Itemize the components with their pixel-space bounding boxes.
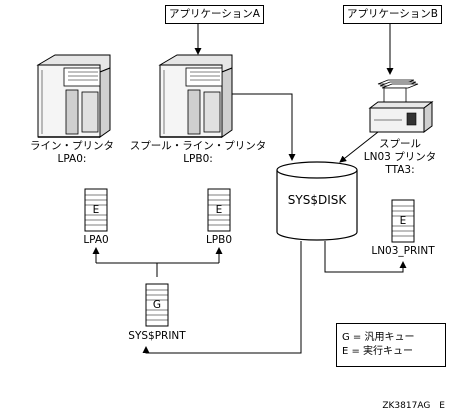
arrow-ln03-to-disk <box>339 131 379 163</box>
line-printer-device: LPA0: <box>57 153 87 165</box>
arrow-printer-to-disk <box>232 93 296 161</box>
arrow-disk-to-sysprint <box>142 241 302 354</box>
queue-lpb0-letter: E <box>215 204 223 216</box>
figure-id: ZK3817AG E <box>382 401 445 411</box>
ln03-spool-label: スプール <box>379 138 421 150</box>
disk-label: SYS$DISK <box>287 193 347 207</box>
queue-ln03-name: LN03_PRINT <box>371 245 435 257</box>
queue-ln03-letter: E <box>399 215 407 227</box>
spool-line-printer-device: LPB0: <box>183 153 213 165</box>
queue-lpa0-icon <box>84 188 108 232</box>
queue-sysprint-name: SYS$PRINT <box>128 330 186 342</box>
queue-sysprint-letter: G <box>152 299 162 311</box>
legend-execution-queue: E = 実行キュー <box>342 346 414 357</box>
queue-lpa0-letter: E <box>92 204 100 216</box>
line-printer-lpa0-icon <box>36 54 111 138</box>
queue-lpb0-icon <box>207 188 231 232</box>
ln03-printer-icon <box>368 79 434 133</box>
application-b-box: アプリケーションB <box>343 5 442 24</box>
application-a-box: アプリケーションA <box>165 5 264 24</box>
legend-generic-queue: G = 汎用キュー <box>342 332 415 343</box>
queue-sysprint-icon <box>145 283 169 327</box>
queue-lpa0-name: LPA0 <box>83 234 109 246</box>
sys-disk-cylinder <box>276 161 358 241</box>
line-printer-lpb0-icon <box>158 54 233 138</box>
legend-box <box>336 323 446 367</box>
queue-lpb0-name: LPB0 <box>205 234 233 246</box>
ln03-device: TTA3: <box>385 164 415 176</box>
line-printer-label: ライン・プリンタ <box>30 140 114 152</box>
spool-line-printer-label: スプール・ライン・プリンタ <box>129 140 267 152</box>
queue-ln03-icon <box>391 199 415 243</box>
arrow-disk-to-ln03-queue <box>324 241 407 273</box>
ln03-printer-label: LN03 プリンタ <box>363 151 437 163</box>
